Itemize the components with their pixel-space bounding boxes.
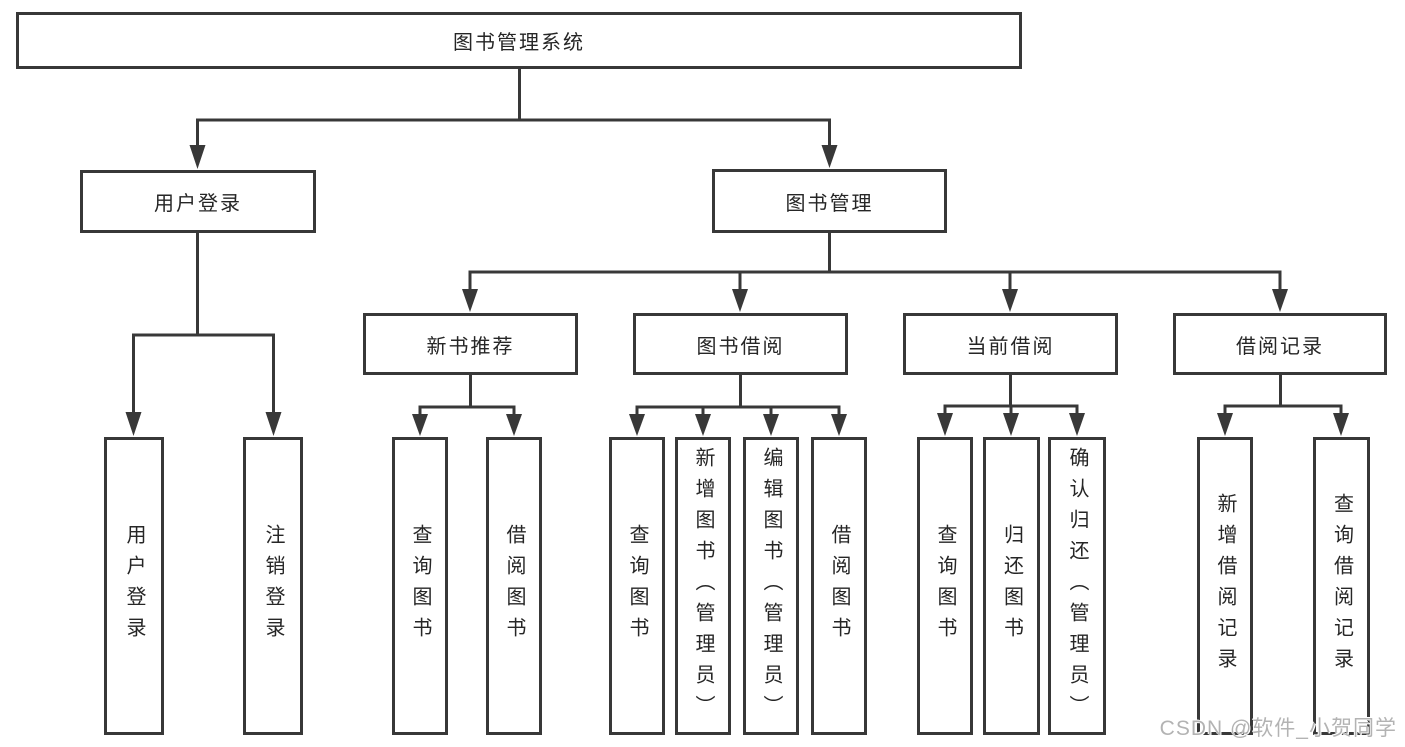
leaf-label: 查询图书	[409, 524, 431, 648]
leaf-query-books-3: 查询图书	[917, 437, 973, 735]
connector-book-mgmt	[468, 233, 1282, 290]
connector-root	[196, 69, 831, 146]
connector-new-book	[418, 375, 516, 416]
leaf-add-book-admin: 新增图书（管理员）	[675, 437, 731, 735]
leaf-label: 用户登录	[123, 524, 145, 648]
leaf-label: 借阅图书	[828, 524, 850, 648]
arrowhead	[831, 414, 847, 436]
arrowhead	[506, 414, 522, 436]
leaf-label: 借阅图书	[503, 524, 525, 648]
leaf-query-borrow-record: 查询借阅记录	[1313, 437, 1370, 735]
node-new-book-recommend: 新书推荐	[363, 313, 578, 375]
leaf-logout: 注销登录	[243, 437, 303, 735]
arrowhead	[629, 414, 645, 436]
arrowhead	[1217, 413, 1233, 436]
leaf-confirm-return-admin: 确认归还（管理员）	[1048, 437, 1106, 735]
leaf-return-book: 归还图书	[983, 437, 1040, 735]
arrowhead	[1069, 413, 1085, 436]
leaf-label: 查询图书	[626, 524, 648, 648]
arrowhead	[695, 414, 711, 436]
leaf-borrow-books-1: 借阅图书	[486, 437, 542, 735]
leaf-add-borrow-record: 新增借阅记录	[1197, 437, 1253, 735]
arrowhead	[937, 413, 953, 436]
leaf-query-books-2: 查询图书	[609, 437, 665, 735]
node-book-borrow: 图书借阅	[633, 313, 848, 375]
connector-book-borrow	[635, 375, 841, 416]
arrowhead	[1272, 289, 1288, 312]
node-user-login: 用户登录	[80, 170, 316, 233]
node-book-management: 图书管理	[712, 169, 947, 233]
leaf-label: 新增图书（管理员）	[692, 446, 714, 726]
connector-current-borrow	[943, 375, 1079, 415]
leaf-user-login: 用户登录	[104, 437, 164, 735]
arrowhead	[1002, 289, 1018, 312]
arrowhead	[189, 145, 206, 169]
leaf-label: 新增借阅记录	[1214, 493, 1236, 679]
arrowhead	[1333, 413, 1349, 436]
arrowhead	[821, 145, 838, 168]
arrowhead	[732, 289, 748, 312]
node-system-root: 图书管理系统	[16, 12, 1022, 69]
arrowhead	[265, 412, 282, 436]
leaf-borrow-books-2: 借阅图书	[811, 437, 867, 735]
leaf-query-books-1: 查询图书	[392, 437, 448, 735]
leaf-label: 归还图书	[1000, 524, 1023, 648]
arrowhead	[125, 412, 142, 436]
node-borrow-record: 借阅记录	[1173, 313, 1387, 375]
node-current-borrow: 当前借阅	[903, 313, 1118, 375]
arrowhead	[763, 414, 779, 436]
leaf-edit-book-admin: 编辑图书（管理员）	[743, 437, 799, 735]
leaf-label: 注销登录	[262, 524, 284, 648]
leaf-label: 编辑图书（管理员）	[760, 446, 782, 726]
arrowhead	[412, 414, 428, 436]
connector-borrow-record	[1223, 375, 1343, 415]
leaf-label: 确认归还（管理员）	[1066, 446, 1088, 726]
arrowhead	[462, 289, 478, 312]
leaf-label: 查询图书	[934, 524, 956, 648]
leaf-label: 查询借阅记录	[1330, 493, 1353, 679]
arrowhead	[1003, 413, 1019, 436]
connector-user-login	[132, 233, 275, 413]
